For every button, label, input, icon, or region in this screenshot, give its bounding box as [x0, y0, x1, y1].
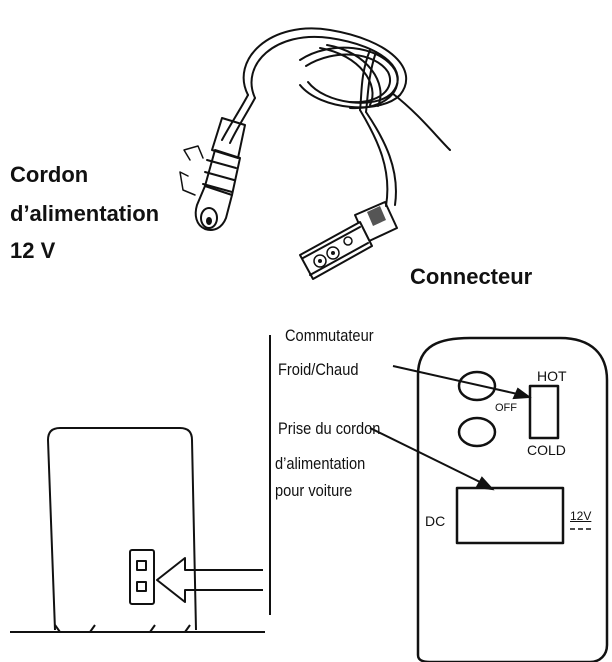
dc-symbol-icon: [570, 528, 591, 530]
power-cord-label-line1: Cordon: [10, 162, 89, 187]
dc-label: DC: [425, 513, 446, 529]
power-cord-label-line2: d’alimentation: [10, 201, 160, 226]
socket-label-line1: Prise du cordon: [278, 419, 381, 438]
appliance-dc-socket: [129, 549, 155, 605]
connector-label: Connecteur: [410, 264, 533, 289]
voltage-label: 12V: [570, 509, 592, 523]
power-cord-illustration: [179, 27, 451, 280]
socket-pin-bottom: [136, 581, 147, 592]
dc-socket-panel: [455, 486, 565, 545]
cord-to-connector: [359, 92, 451, 207]
socket-label-line2: d’alimentation: [275, 454, 366, 473]
cord-coil: [242, 27, 407, 113]
cord-to-plug: [221, 94, 256, 144]
appliance-body: [47, 427, 197, 631]
socket-pin-top: [136, 560, 147, 571]
power-cord-label-line3: 12 V: [10, 238, 56, 263]
panel-round-button-top: [457, 370, 497, 402]
insertion-arrow: [156, 557, 263, 603]
switch-leader-head: [512, 387, 532, 400]
switch-label-line1: Commutateur: [285, 326, 374, 345]
off-label: OFF: [495, 402, 517, 414]
socket-leader-line: [369, 427, 485, 485]
hot-label: HOT: [537, 368, 567, 384]
panel-round-button-bottom: [457, 416, 497, 448]
appliance-foot-left: [54, 624, 96, 633]
appliance-connector: [299, 201, 398, 280]
appliance-illustration: [10, 427, 265, 633]
cold-label: COLD: [527, 442, 566, 458]
socket-label-line3: pour voiture: [275, 481, 353, 500]
switch-leader-line: [392, 365, 523, 396]
hot-cold-switch: [528, 384, 560, 440]
panel-outline: [416, 336, 609, 662]
socket-leader-head: [475, 476, 495, 491]
leader-arrows: [369, 365, 532, 491]
control-panel: [416, 336, 609, 662]
switch-label-line2: Froid/Chaud: [278, 360, 359, 379]
car-plug: [179, 117, 246, 231]
appliance-foot-right: [149, 624, 191, 633]
